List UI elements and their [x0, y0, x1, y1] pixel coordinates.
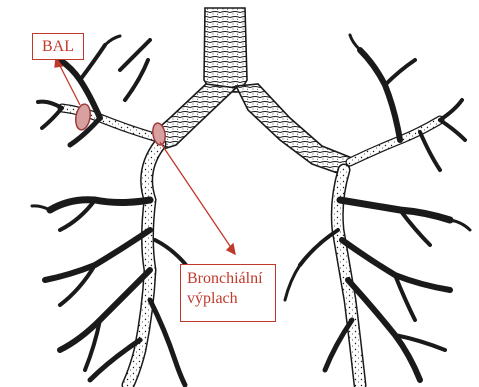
bal-label-text: BAL [42, 37, 74, 57]
right-lung-bronchial-branches [32, 36, 190, 385]
bronchial-wash-label-line2: výplach [187, 289, 269, 309]
bronchial-wash-label: Bronchiální výplach [180, 264, 276, 322]
bronchial-wash-arrow [160, 142, 232, 249]
bronchial-wash-label-line1: Bronchiální [187, 269, 269, 289]
main-bronchi [152, 84, 352, 176]
bronchial-wash-arrowhead [227, 244, 235, 254]
trachea [204, 8, 247, 92]
bal-label: BAL [32, 33, 84, 60]
left-lung-bronchial-branches [285, 35, 470, 385]
